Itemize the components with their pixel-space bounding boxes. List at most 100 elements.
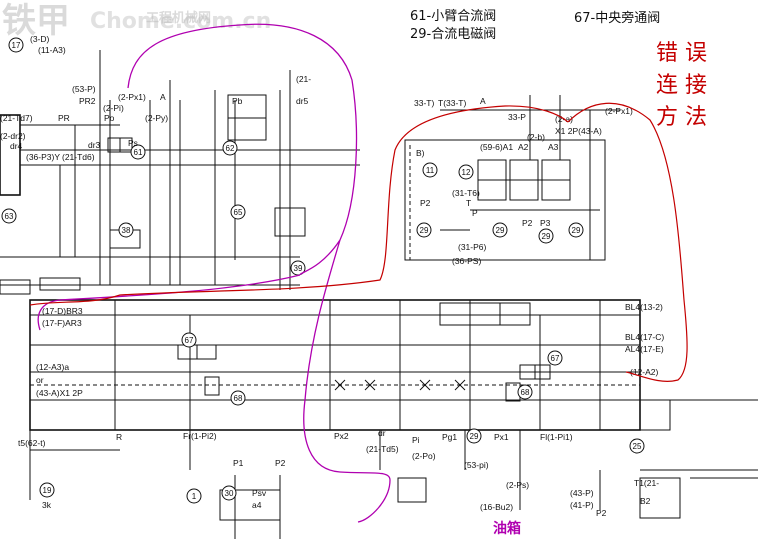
label-2-b: (2-b)	[527, 132, 545, 142]
comp-67a: 67	[185, 336, 194, 345]
comp-68b: 68	[521, 388, 530, 397]
comp-39: 39	[294, 264, 303, 273]
comp-38: 38	[122, 226, 131, 235]
label-R: R	[116, 432, 122, 442]
watermark: 铁甲 Chome.com.cn 工程机械网	[2, 1, 271, 41]
watermark-sub: 工程机械网	[146, 10, 211, 26]
label-Px2: Px2	[334, 431, 349, 441]
label-17-D-BR3: (17-D)BR3	[42, 306, 83, 316]
label-T1-21: T1(21-	[634, 478, 659, 488]
label-31-T6: (31-T6)	[452, 188, 480, 198]
comp-30: 30	[225, 489, 234, 498]
label-2-Po: (2-Po)	[412, 451, 436, 461]
label-21-Td5: (21-Td5)	[366, 444, 399, 454]
label-12-A3a: (12-A3)a	[36, 362, 69, 372]
comp-29c: 29	[542, 232, 551, 241]
label-2-Px1-right: (2-Px1)	[605, 106, 633, 116]
label-Px1: Px1	[494, 432, 509, 442]
label-2-Ps: (2-Ps)	[506, 480, 529, 490]
label-dr5: dr5	[296, 96, 309, 106]
label-A-right: A	[480, 96, 486, 106]
comp-11: 11	[426, 166, 435, 175]
label-P2-left: P2	[420, 198, 431, 208]
label-Pg1: Pg1	[442, 432, 457, 442]
circuit-lines	[0, 50, 758, 539]
label-dr4: dr4	[10, 141, 23, 151]
label-t5-62-t: t5(62-t)	[18, 438, 46, 448]
label-53-pi: (53-pi)	[464, 460, 489, 470]
label-X1-2P: X1 2P(43-A)	[555, 126, 602, 136]
watermark-url: Chome.com.cn	[90, 9, 271, 34]
comp-1: 1	[192, 492, 197, 501]
label-2-dr2: (2-dr2)	[0, 131, 26, 141]
label-12-A2: (12-A2)	[630, 367, 659, 377]
label-2-Py: (2-Py)	[145, 113, 168, 123]
label-31-P6: (31-P6)	[458, 242, 487, 252]
label-A3: A3	[548, 142, 559, 152]
label-P3: P3	[540, 218, 551, 228]
comp-29a: 29	[420, 226, 429, 235]
annotation-line-1: 错 误	[656, 41, 707, 66]
label-BL4-13-2: BL4(13-2)	[625, 302, 663, 312]
label-or: or	[36, 375, 44, 385]
comp-63: 63	[5, 212, 14, 221]
label-21-Td7: (21-Td7)	[0, 113, 33, 123]
label-P2-right: P2	[596, 508, 607, 518]
label-T33-T: T(33-T)	[438, 98, 467, 108]
label-43-A-X1-2P: (43-A)X1 2P	[36, 388, 83, 398]
comp-25: 25	[633, 442, 642, 451]
label-2-Pi: (2-Pi)	[103, 103, 124, 113]
label-16-Bu2: (16-Bu2)	[480, 502, 513, 512]
comp-62: 62	[226, 144, 235, 153]
annotation-line-3: 方 法	[656, 105, 707, 130]
label-Fr-1-Pi2: Fr(1-Pi2)	[183, 431, 217, 441]
label-Ps: Ps	[128, 138, 138, 148]
label-Po: Po	[104, 113, 115, 123]
tank-label: 油箱	[493, 520, 521, 537]
error-annotation: 错 误 连 接 方 法	[656, 41, 707, 130]
label-36-PS: (36-PS)	[452, 256, 481, 266]
label-PR2: PR2	[79, 96, 96, 106]
legend-61: 61-小臂合流阀	[410, 9, 496, 24]
label-33-P: 33-P	[508, 112, 526, 122]
label-P2-mid: P2	[522, 218, 533, 228]
label-2-Px1: (2-Px1)	[118, 92, 146, 102]
label-Fl-1-Pi1: Fl(1-Pi1)	[540, 432, 573, 442]
label-dr3: dr3	[88, 140, 101, 150]
legend: 61-小臂合流阀 29-合流电磁阀 67-中央旁通阀	[410, 9, 660, 42]
label-B2: B2	[640, 496, 651, 506]
left-block-63	[0, 114, 21, 196]
label-43-P: (43-P)	[570, 488, 594, 498]
comp-17: 17	[12, 41, 21, 50]
label-A-top: A	[160, 92, 166, 102]
label-a4: a4	[252, 500, 262, 510]
comp-29d: 29	[572, 226, 581, 235]
label-41-P: (41-P)	[570, 500, 594, 510]
label-P1: P1	[233, 458, 244, 468]
label-P2-bottom: P2	[275, 458, 286, 468]
label-PR: PR	[58, 113, 70, 123]
label-B: B)	[416, 148, 425, 158]
comp-68a: 68	[234, 394, 243, 403]
comp-19: 19	[43, 486, 52, 495]
label-21-top: (21-	[296, 74, 311, 84]
label-11-A3: (11-A3)	[38, 45, 66, 55]
label-Pb: Pb	[232, 96, 243, 106]
comp-65: 65	[234, 208, 243, 217]
comp-67b: 67	[551, 354, 560, 363]
label-3k: 3k	[42, 500, 52, 510]
label-A2: A2	[518, 142, 529, 152]
comp-29b: 29	[496, 226, 505, 235]
label-T: T	[466, 198, 471, 208]
comp-61: 61	[134, 148, 143, 157]
label-Psv: Psv	[252, 488, 267, 498]
legend-29: 29-合流电磁阀	[410, 27, 496, 42]
label-36-P3Y: (36-P3)Y	[26, 152, 60, 162]
label-3-D: (3-D)	[30, 34, 50, 44]
label-dr: dr	[378, 428, 386, 438]
comp-29e: 29	[470, 432, 479, 441]
label-33-T: 33-T)	[414, 98, 434, 108]
comp-12: 12	[462, 168, 471, 177]
red-wrong-connection	[29, 102, 688, 382]
